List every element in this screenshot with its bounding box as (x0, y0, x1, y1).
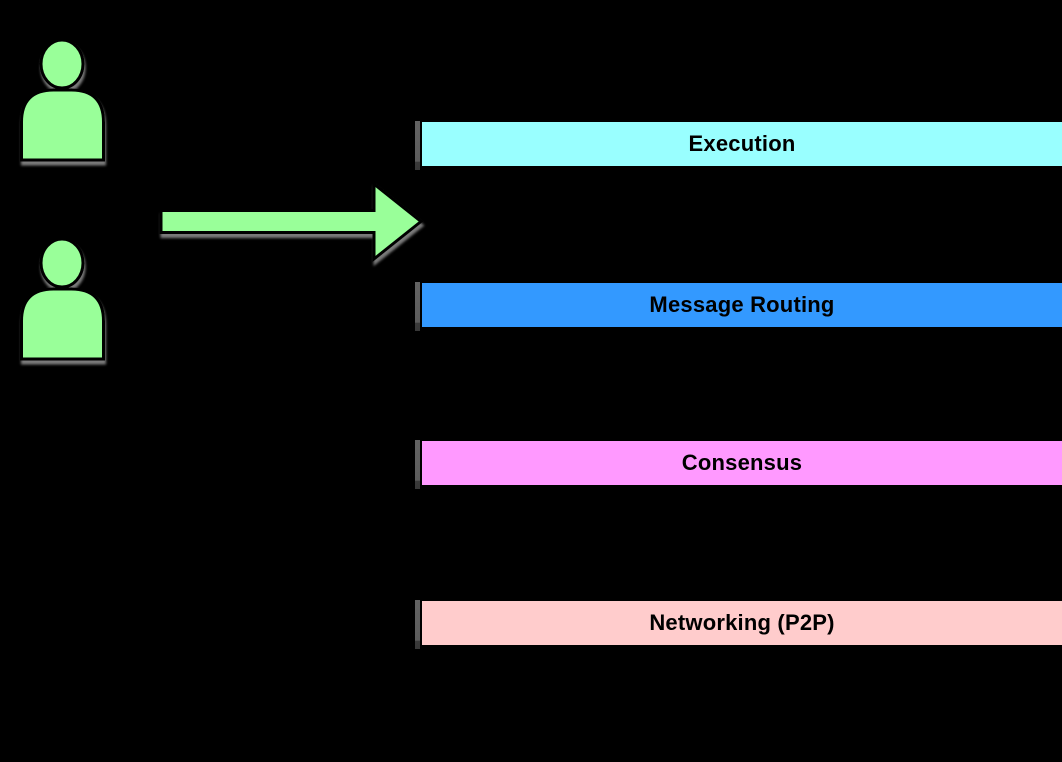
layer-left-tick (415, 121, 420, 170)
layer-left-tick (415, 440, 420, 489)
layer-label: Consensus (681, 450, 803, 475)
layer-bar-execution: Execution (422, 122, 1062, 166)
layer-label: Networking (P2P) (649, 610, 835, 635)
layer-bar-consensus: Consensus (422, 441, 1062, 485)
person-icon-top (20, 38, 105, 162)
layer-left-tick (415, 282, 420, 331)
layer-label: Execution (688, 131, 796, 156)
layer-label: Message Routing (649, 292, 835, 317)
layer-bar-message-routing: Message Routing (422, 283, 1062, 327)
person-icon-bottom (20, 237, 105, 361)
figures-group (20, 38, 424, 361)
layer-left-tick (415, 600, 420, 649)
layer-bar-networking: Networking (P2P) (422, 601, 1062, 645)
arrow-right-icon (159, 180, 424, 263)
